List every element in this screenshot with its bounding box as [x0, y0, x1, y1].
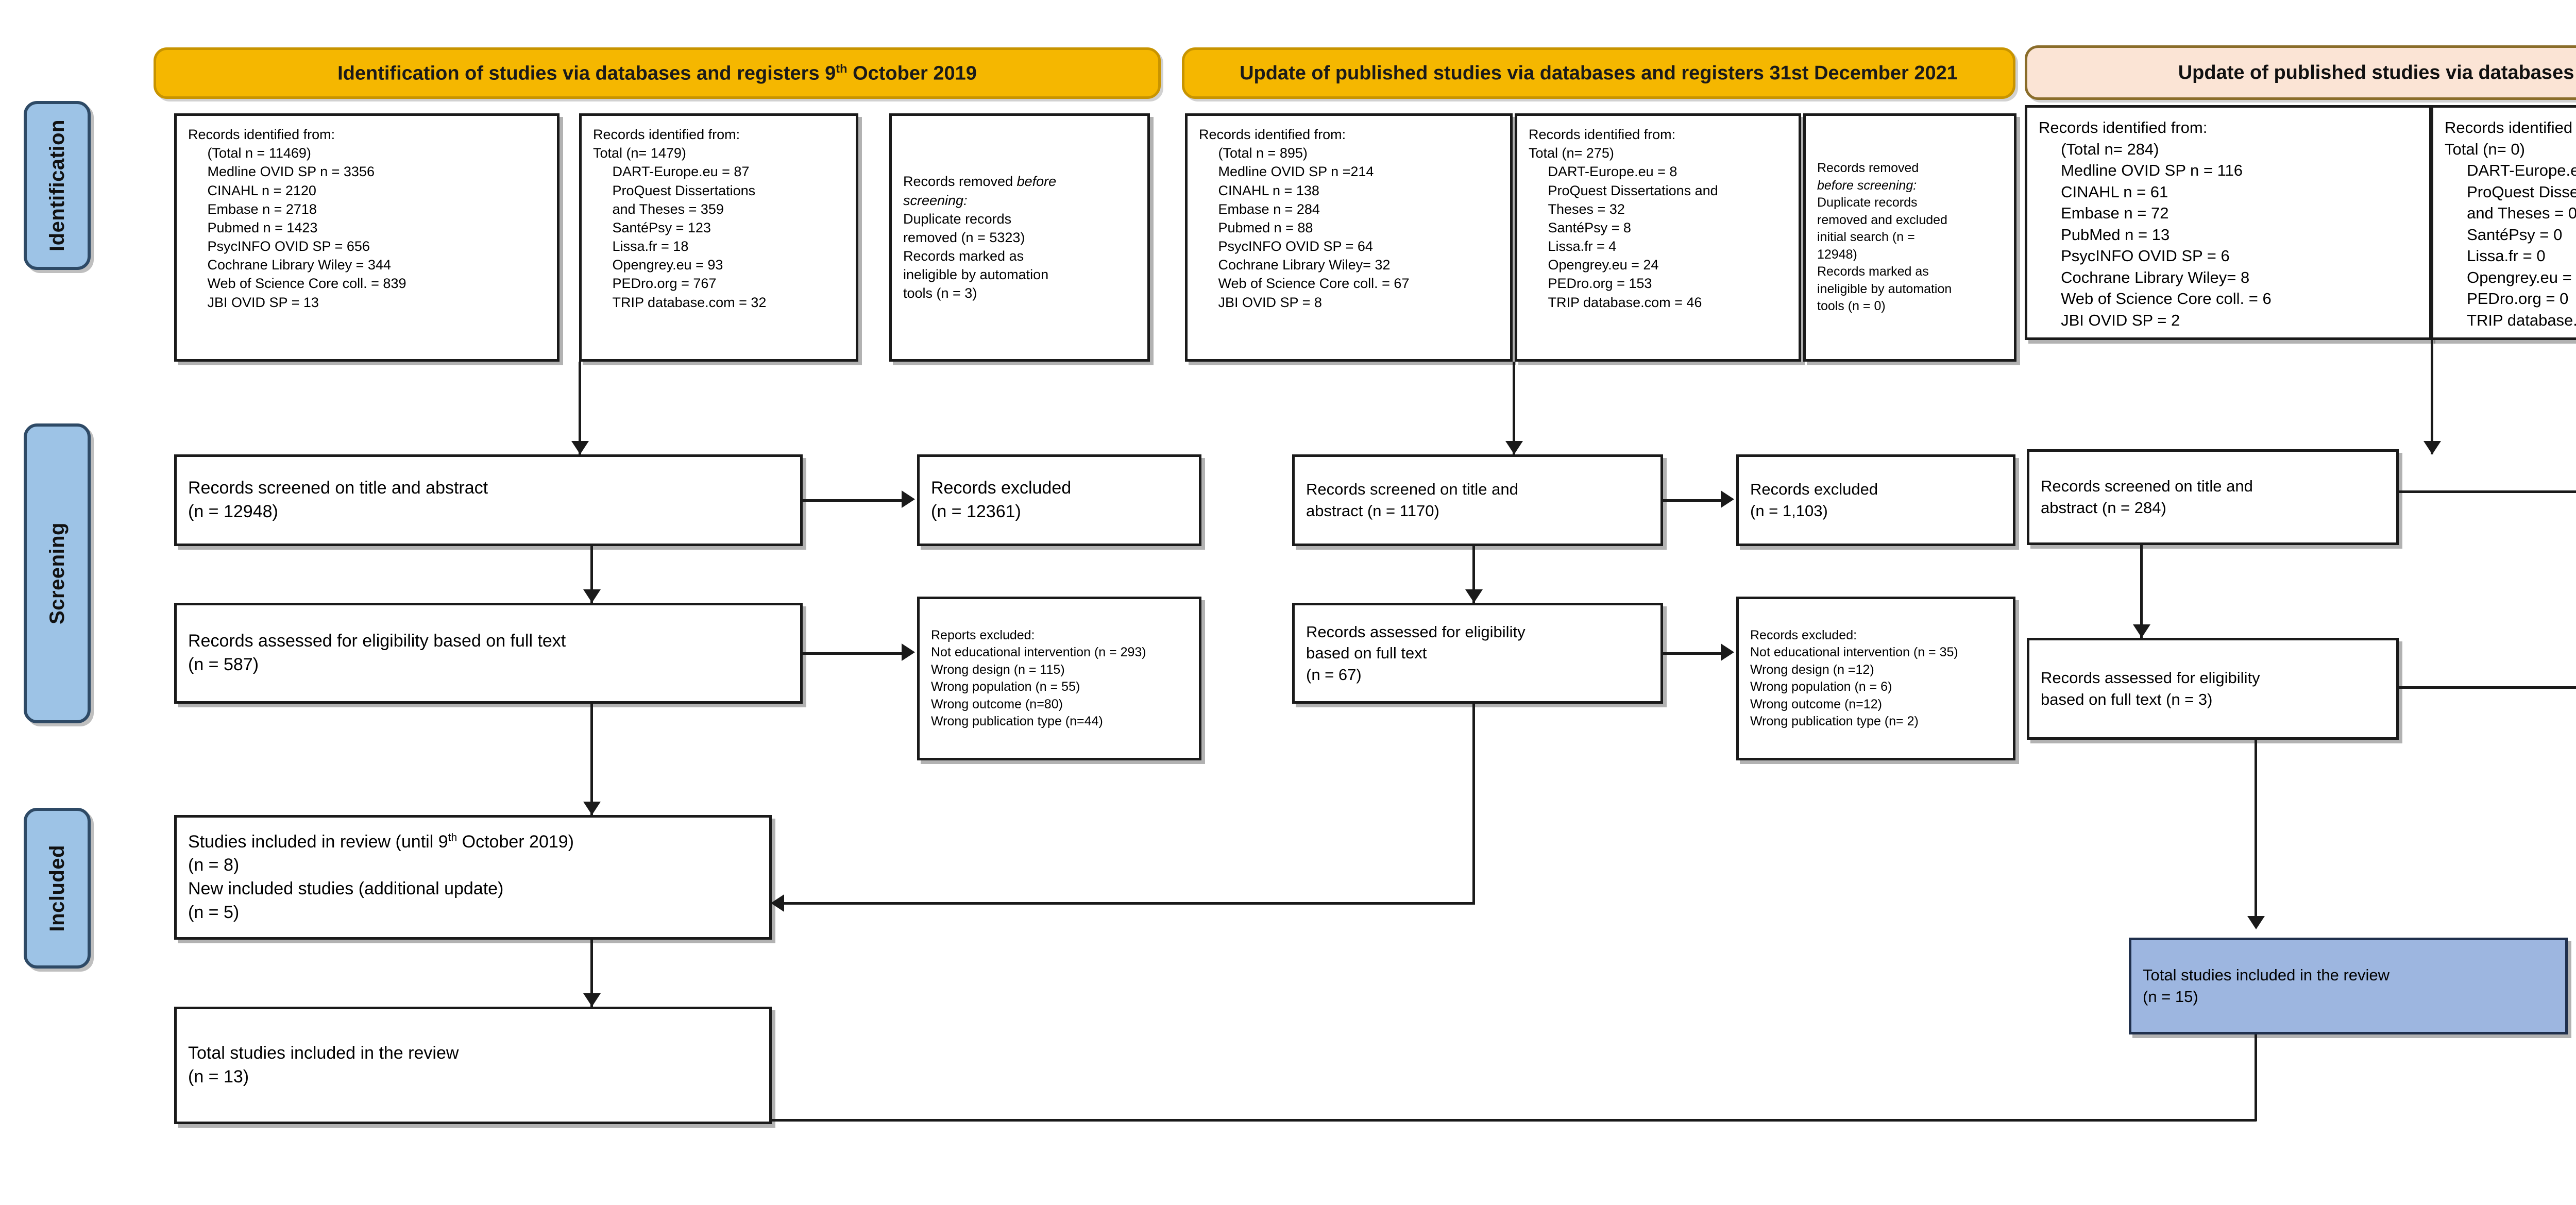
col1-connector-db-down	[579, 362, 581, 454]
col1-identification-databases-text: Records identified from: (Total n = 1146…	[188, 127, 406, 310]
stage-label-included-text: Included	[45, 844, 69, 932]
col1-total-included-box: Total studies included in the review (n …	[174, 1007, 772, 1124]
col2-arrow-to-col1-included	[771, 894, 784, 912]
col2-connector-assessed-down	[1472, 704, 1475, 905]
col1-records-removed-text: Records removed before screening: Duplic…	[903, 174, 1057, 301]
banner-update-2022-text: Update of published studies via database…	[2178, 61, 2576, 83]
col3-arrow-db-down	[2424, 441, 2441, 454]
col1-records-screened-box: Records screened on title and abstract (…	[174, 454, 803, 546]
col2-connector-to-col1-included	[783, 902, 1473, 905]
col1-records-assessed-box: Records assessed for eligibility based o…	[174, 603, 803, 704]
stage-label-screening: Screening	[24, 423, 91, 723]
col2-records-removed-text: Records removed before screening: Duplic…	[1817, 161, 1952, 314]
col2-reports-excluded-text: Records excluded: Not educational interv…	[1750, 627, 1958, 729]
col2-records-assessed-text: Records assessed for eligibility based o…	[1306, 622, 1526, 684]
col1-connector-assessed-to-reports	[803, 652, 906, 655]
col3-connector-assessed-to-reports	[2399, 686, 2576, 689]
col1-arrow-db-down	[571, 441, 589, 454]
col3-total-included-box: Total studies included in the review (n …	[2129, 938, 2568, 1034]
col1-identification-databases-box: Records identified from: (Total n = 1146…	[174, 113, 560, 362]
col3-records-assessed-text: Records assessed for eligibility based o…	[2041, 669, 2260, 708]
col2-identification-registers-text: Records identified from: Total (n= 275) …	[1529, 127, 1718, 310]
banner-update-2022: Update of published studies via database…	[2025, 45, 2576, 100]
col1-arrow-screened-down	[583, 589, 601, 603]
col1-records-excluded-text: Records excluded (n = 12361)	[931, 478, 1072, 521]
col2-connector-screened-down	[1472, 546, 1475, 603]
stage-label-identification-text: Identification	[45, 120, 69, 251]
col3-records-screened-text: Records screened on title and abstract (…	[2041, 477, 2253, 517]
col3-identification-databases-box: Records identified from: (Total n= 284) …	[2025, 105, 2432, 340]
col1-studies-included-box: Studies included in review (until 9th Oc…	[174, 815, 772, 940]
col3-identification-registers-text: Records identified from: Total (n= 0) DA…	[2445, 118, 2576, 329]
col2-records-removed-box: Records removed before screening: Duplic…	[1803, 113, 2016, 362]
col2-identification-databases-box: Records identified from: (Total n = 895)…	[1185, 113, 1513, 362]
col1-reports-excluded-box: Reports excluded: Not educational interv…	[917, 597, 1201, 760]
col2-arrow-assessed-to-reports	[1721, 643, 1734, 661]
col3-records-screened-box: Records screened on title and abstract (…	[2027, 449, 2399, 545]
col1-arrow-screened-to-excluded	[902, 490, 915, 508]
stage-label-screening-text: Screening	[45, 522, 69, 624]
col2-identification-databases-text: Records identified from: (Total n = 895)…	[1199, 127, 1410, 310]
col1-reports-excluded-text: Reports excluded: Not educational interv…	[931, 627, 1146, 729]
col1-records-excluded-box: Records excluded (n = 12361)	[917, 454, 1201, 546]
col1-connector-assessed-down	[590, 704, 593, 815]
col2-records-excluded-box: Records excluded (n = 1,103)	[1736, 454, 2015, 546]
banner-initial-search-text: Identification of studies via databases …	[337, 61, 977, 84]
col1-arrow-assessed-down	[583, 802, 601, 815]
col1-identification-registers-text: Records identified from: Total (n= 1479)…	[593, 127, 767, 310]
col3-arrow-screened-down	[2133, 624, 2150, 638]
col3-identification-registers-box: Records identified from: Total (n= 0) DA…	[2431, 105, 2576, 340]
col2-records-assessed-box: Records assessed for eligibility based o…	[1292, 603, 1663, 704]
col2-arrow-db-down	[1505, 441, 1523, 454]
col1-connector-screened-down	[590, 546, 593, 603]
banner-update-2021: Update of published studies via database…	[1182, 47, 2015, 99]
col3-connector-screened-to-excluded	[2399, 490, 2576, 493]
col3-records-assessed-box: Records assessed for eligibility based o…	[2027, 638, 2399, 740]
stage-label-identification: Identification	[24, 101, 91, 270]
col2-records-screened-box: Records screened on title and abstract (…	[1292, 454, 1663, 546]
col3-connector-assessed-down	[2255, 740, 2257, 922]
col1-studies-included-text: Studies included in review (until 9th Oc…	[188, 831, 574, 922]
col2-connector-assessed-to-reports	[1663, 652, 1725, 655]
col1-total-included-text: Total studies included in the review (n …	[188, 1043, 459, 1087]
banner-update-2021-text: Update of published studies via database…	[1240, 62, 1958, 84]
col2-connector-screened-to-excluded	[1663, 499, 1725, 502]
col3-arrow-assessed-down	[2247, 916, 2265, 929]
stage-label-included: Included	[24, 808, 91, 969]
col2-records-excluded-text: Records excluded (n = 1,103)	[1750, 480, 1878, 520]
col2-connector-db-down	[1513, 362, 1515, 454]
col3-connector-screened-down	[2140, 545, 2143, 638]
col2-arrow-screened-to-excluded	[1721, 490, 1734, 508]
col3-connector-total-down	[2255, 1034, 2257, 1121]
col1-records-assessed-text: Records assessed for eligibility based o…	[188, 631, 566, 674]
col1-records-removed-box: Records removed before screening: Duplic…	[889, 113, 1150, 362]
col1-arrow-included-down	[583, 993, 601, 1007]
col1-records-screened-text: Records screened on title and abstract (…	[188, 478, 488, 521]
banner-initial-search: Identification of studies via databases …	[154, 47, 1161, 99]
col1-connector-screened-to-excluded	[803, 499, 906, 502]
col3-identification-databases-text: Records identified from: (Total n= 284) …	[2039, 118, 2272, 329]
col3-total-included-text: Total studies included in the review (n …	[2143, 966, 2390, 1006]
col1-connector-included-down	[590, 940, 593, 1007]
col2-reports-excluded-box: Records excluded: Not educational interv…	[1736, 597, 2015, 760]
col3-connector-db-down	[2431, 340, 2433, 454]
col1-arrow-assessed-to-reports	[902, 643, 915, 661]
col3-connector-to-col1-total	[771, 1119, 2257, 1122]
col1-identification-registers-box: Records identified from: Total (n= 1479)…	[579, 113, 858, 362]
col2-arrow-screened-down	[1465, 589, 1483, 603]
col2-identification-registers-box: Records identified from: Total (n= 275) …	[1515, 113, 1801, 362]
col2-records-screened-text: Records screened on title and abstract (…	[1306, 480, 1518, 520]
